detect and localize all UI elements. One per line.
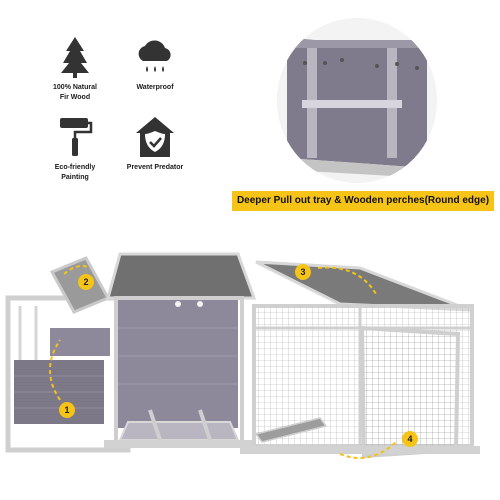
callout-number: 4 (407, 434, 412, 444)
chicken-coop-illustration: 1 2 3 4 (5, 252, 480, 459)
tray-detail-photo (277, 18, 437, 183)
callout-badge-1: 1 (59, 402, 75, 418)
feature-prevent-predator: Prevent Predator (105, 115, 205, 173)
motion-arc (317, 266, 377, 295)
run-roof (255, 260, 471, 312)
feature-label-line: Fir Wood (59, 94, 91, 101)
feature-waterproof: Waterproof (105, 35, 205, 93)
house-body (118, 298, 238, 428)
motion-arc (339, 441, 397, 459)
callout-number: 1 (64, 405, 69, 415)
feature-eco-friendly-painting: Eco-friendly Painting (25, 115, 125, 183)
callout-badge-3: 3 (295, 264, 311, 280)
house-roof (106, 252, 257, 300)
feature-label-line: Waterproof (136, 84, 174, 91)
callout-number: 3 (300, 267, 305, 277)
feature-label-line: Eco-friendly (54, 164, 96, 171)
feature-natural-fir-wood: 100% Natural Fir Wood (25, 35, 125, 103)
nesting-box-inner (50, 328, 110, 356)
shield-house-icon (136, 117, 174, 157)
callout-badge-4: 4 (402, 431, 418, 447)
pull-out-tray (118, 421, 240, 441)
tree-icon (61, 37, 89, 78)
rain-cloud-icon (138, 40, 171, 72)
paint-roller-icon (60, 118, 93, 156)
feature-label-line: Painting (61, 174, 89, 181)
feature-label-line: Prevent Predator (126, 164, 184, 171)
feature-label-line: 100% Natural (53, 84, 97, 91)
motion-arc (63, 265, 91, 275)
callout-number: 2 (83, 277, 88, 287)
tray-perches-banner: Deeper Pull out tray & Wooden perches(Ro… (232, 191, 494, 211)
callout-badge-2: 2 (78, 274, 94, 290)
motion-arc (49, 339, 61, 401)
ramp (254, 417, 328, 443)
